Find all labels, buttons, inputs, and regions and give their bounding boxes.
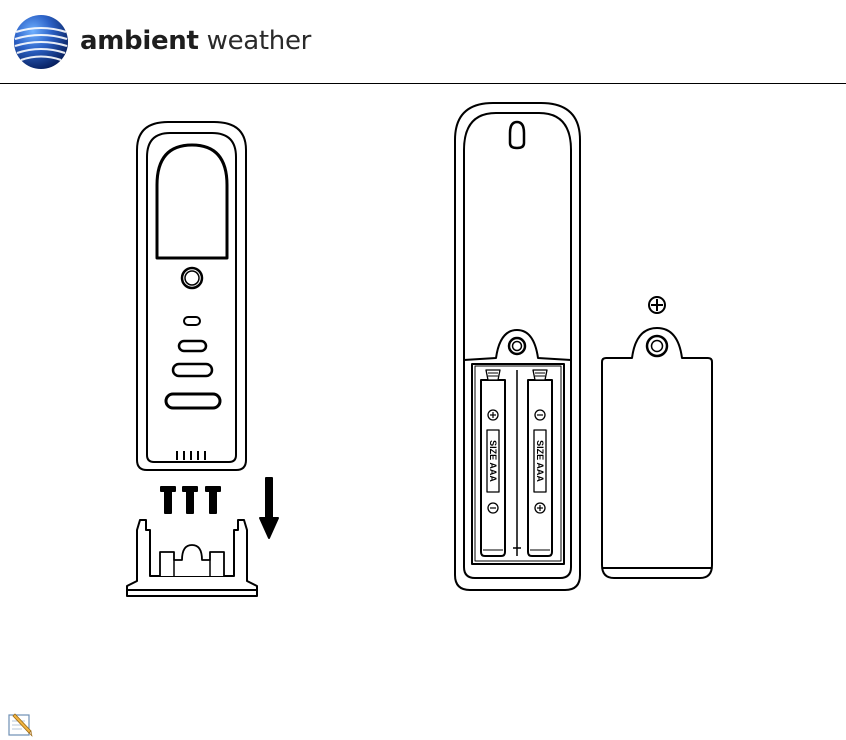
header-rule — [0, 83, 846, 84]
battery-door-icon — [602, 328, 712, 578]
ambient-weather-globe-icon — [13, 14, 69, 70]
brand-name-bold: ambient — [80, 26, 199, 56]
note-pencil-icon — [6, 710, 34, 738]
battery-2-label: SIZE AAA — [535, 440, 545, 482]
brand-wordmark: ambient weather — [80, 26, 311, 56]
screw-icon — [161, 487, 220, 513]
mounting-stand-icon — [127, 520, 257, 596]
installation-illustration: SIZE AAA SIZE AAA — [0, 100, 846, 610]
aaa-battery-2: SIZE AAA — [528, 370, 552, 556]
thermo-hygrometer-sensor-icon — [137, 122, 246, 470]
battery-1-label: SIZE AAA — [488, 440, 498, 482]
aaa-battery-1: SIZE AAA — [481, 370, 505, 556]
screw-head-icon — [649, 297, 665, 313]
arrow-down-icon — [260, 478, 278, 538]
page-header: ambient weather — [0, 0, 846, 84]
sensor-back-battery-compartment: SIZE AAA SIZE AAA — [455, 103, 580, 590]
brand-name-light: weather — [199, 26, 311, 56]
